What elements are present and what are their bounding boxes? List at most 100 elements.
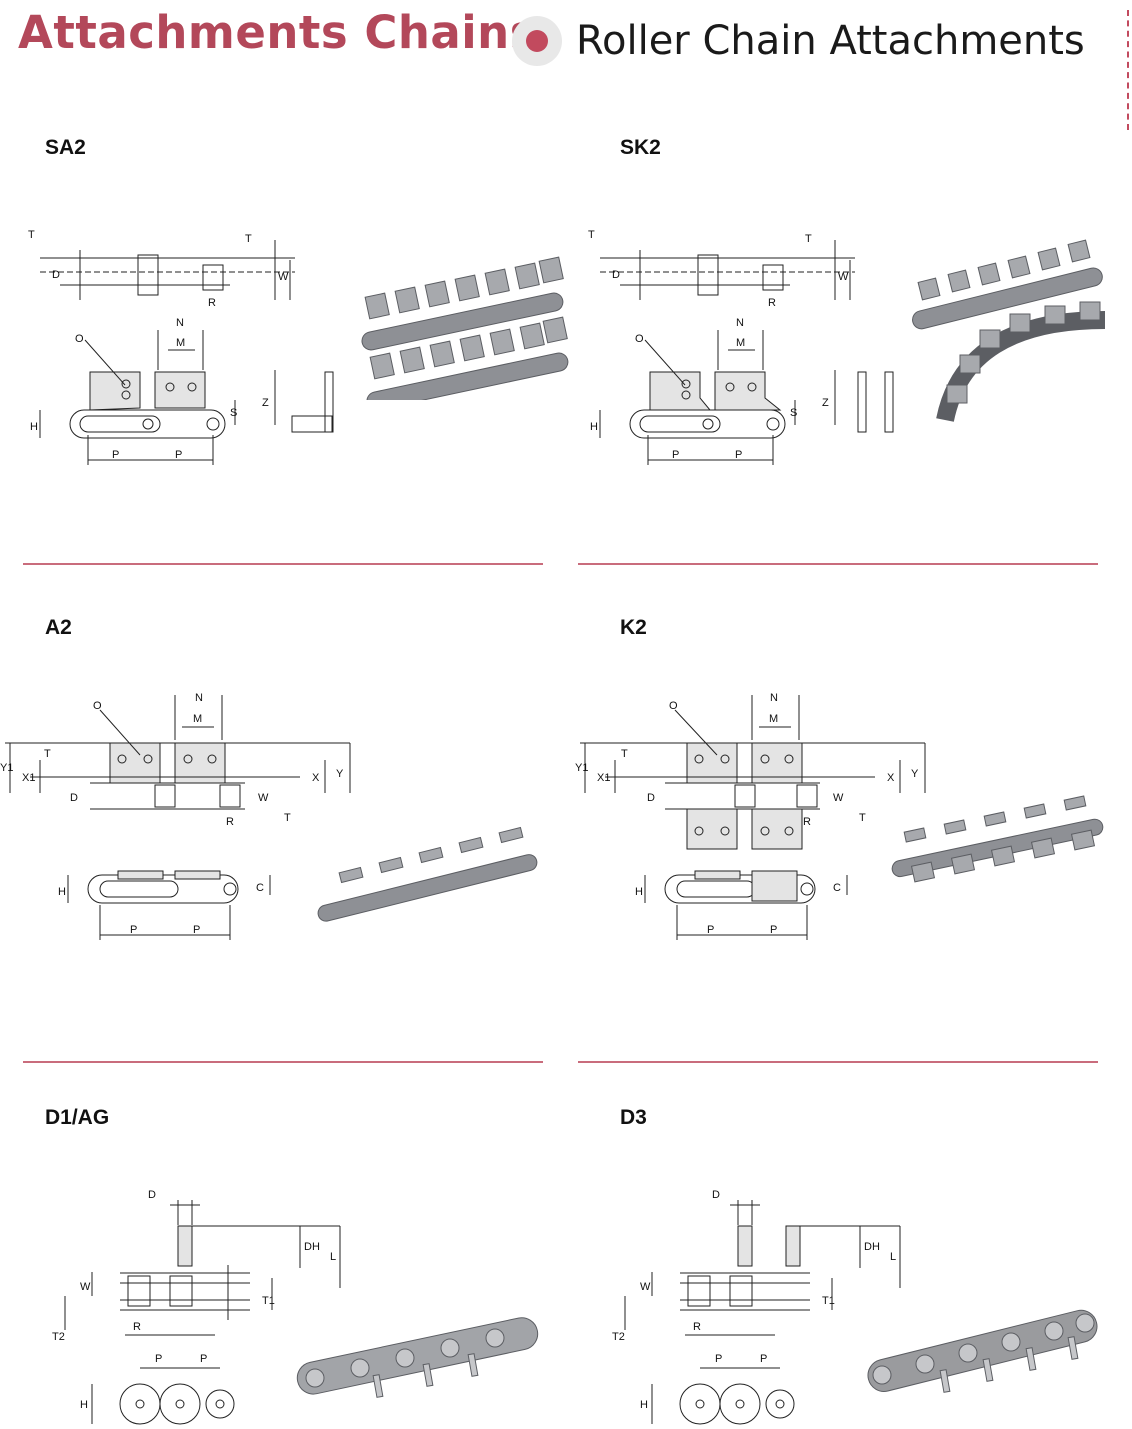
- dim-label: P: [715, 1353, 722, 1365]
- dim-label: H: [80, 1399, 88, 1411]
- dim-label: T: [805, 233, 812, 245]
- roller-chain-photo: [361, 256, 569, 400]
- dim-label: L: [890, 1251, 896, 1263]
- page-edge-mark: [1127, 10, 1132, 130]
- dim-label: W: [258, 792, 269, 804]
- circle-dot-icon: [512, 16, 562, 66]
- dim-label: X: [887, 772, 895, 784]
- page-subtitle: Roller Chain Attachments: [576, 18, 1085, 64]
- dim-label: P: [200, 1353, 207, 1365]
- dim-label: M: [769, 713, 778, 725]
- dim-label: T1: [262, 1295, 275, 1307]
- dim-label: H: [58, 886, 66, 898]
- dim-label: N: [176, 317, 184, 329]
- dim-label: Y1: [575, 762, 588, 774]
- roller-chain-photo: [296, 1317, 539, 1398]
- sk2-diagram: T T D W R N M O Z S H P P: [588, 229, 894, 465]
- dim-label: D: [148, 1189, 156, 1201]
- dim-label: W: [833, 792, 844, 804]
- dim-label: C: [833, 882, 841, 894]
- dim-label: O: [93, 700, 102, 712]
- dim-label: N: [770, 692, 778, 704]
- dim-label: P: [735, 449, 742, 461]
- dim-label: D: [712, 1189, 720, 1201]
- dim-label: P: [130, 924, 137, 936]
- dim-label: N: [736, 317, 744, 329]
- dim-label: T: [621, 748, 628, 760]
- page-header: Attachments Chains Roller Chain Attachme…: [0, 0, 1132, 130]
- dim-label: T: [588, 229, 595, 241]
- dim-label: N: [195, 692, 203, 704]
- a2-diagram: N M O Y1 X1 T D W R T X Y C H P P: [0, 692, 351, 940]
- section-divider: [578, 563, 1098, 565]
- dim-label: D: [52, 269, 60, 281]
- dim-label: T: [28, 229, 35, 241]
- dim-label: T2: [52, 1331, 65, 1343]
- dim-label: T2: [612, 1331, 625, 1343]
- d3-diagram: D DH L W T1 R T2 P P H: [612, 1189, 901, 1425]
- dim-label: Y: [336, 768, 344, 780]
- section-divider: [578, 1061, 1098, 1063]
- dim-label: Y: [911, 768, 919, 780]
- section-label-d3: D3: [620, 1106, 647, 1129]
- dim-label: T: [245, 233, 252, 245]
- dim-label: W: [80, 1281, 91, 1293]
- dim-label: W: [640, 1281, 651, 1293]
- dim-label: Z: [822, 397, 829, 409]
- dim-label: W: [838, 271, 849, 283]
- k2-diagram: N M O Y1 X1 T D W R T X Y C H P P: [575, 692, 926, 940]
- dim-label: Z: [262, 397, 269, 409]
- dim-label: T: [859, 812, 866, 824]
- dim-label: R: [226, 816, 234, 828]
- dim-label: R: [133, 1321, 141, 1333]
- dim-label: X1: [22, 772, 35, 784]
- dim-label: W: [278, 271, 289, 283]
- dim-label: S: [230, 407, 237, 419]
- dim-label: R: [693, 1321, 701, 1333]
- dim-label: X: [312, 772, 320, 784]
- roller-chain-photo: [867, 1309, 1098, 1393]
- section-divider: [23, 1061, 543, 1063]
- section-label-sa2: SA2: [45, 136, 86, 159]
- dim-label: M: [193, 713, 202, 725]
- section-label-sk2: SK2: [620, 136, 661, 159]
- roller-chain-photo: [891, 795, 1104, 883]
- roller-chain-photo: [912, 239, 1106, 422]
- dim-label: M: [176, 337, 185, 349]
- dim-label: H: [635, 886, 643, 898]
- dim-label: C: [256, 882, 264, 894]
- sa2-diagram: T T D W R N M O Z S H P P: [28, 229, 334, 465]
- page-title: Attachments Chains: [18, 6, 538, 59]
- dim-label: H: [640, 1399, 648, 1411]
- dim-label: O: [635, 333, 644, 345]
- dim-label: P: [707, 924, 714, 936]
- section-label-d1-ag: D1/AG: [45, 1106, 110, 1129]
- section-label-k2: K2: [620, 616, 647, 639]
- dim-label: P: [672, 449, 679, 461]
- dim-label: M: [736, 337, 745, 349]
- section-divider: [23, 563, 543, 565]
- dim-label: O: [75, 333, 84, 345]
- dim-label: T1: [822, 1295, 835, 1307]
- dim-label: R: [803, 816, 811, 828]
- dim-label: DH: [304, 1241, 320, 1253]
- dim-label: D: [647, 792, 655, 804]
- dim-label: O: [669, 700, 678, 712]
- dim-label: S: [790, 407, 797, 419]
- dim-label: D: [70, 792, 78, 804]
- dim-label: DH: [864, 1241, 880, 1253]
- section-label-a2: A2: [45, 616, 72, 639]
- dim-label: P: [112, 449, 119, 461]
- dim-label: L: [330, 1251, 336, 1263]
- dim-label: P: [193, 924, 200, 936]
- dim-label: H: [30, 421, 38, 433]
- dim-label: P: [175, 449, 182, 461]
- dim-label: X1: [597, 772, 610, 784]
- dim-label: T: [44, 748, 51, 760]
- dim-label: D: [612, 269, 620, 281]
- dim-label: P: [770, 924, 777, 936]
- dim-label: R: [208, 297, 216, 309]
- dim-label: P: [760, 1353, 767, 1365]
- dim-label: Y1: [0, 762, 13, 774]
- dim-label: H: [590, 421, 598, 433]
